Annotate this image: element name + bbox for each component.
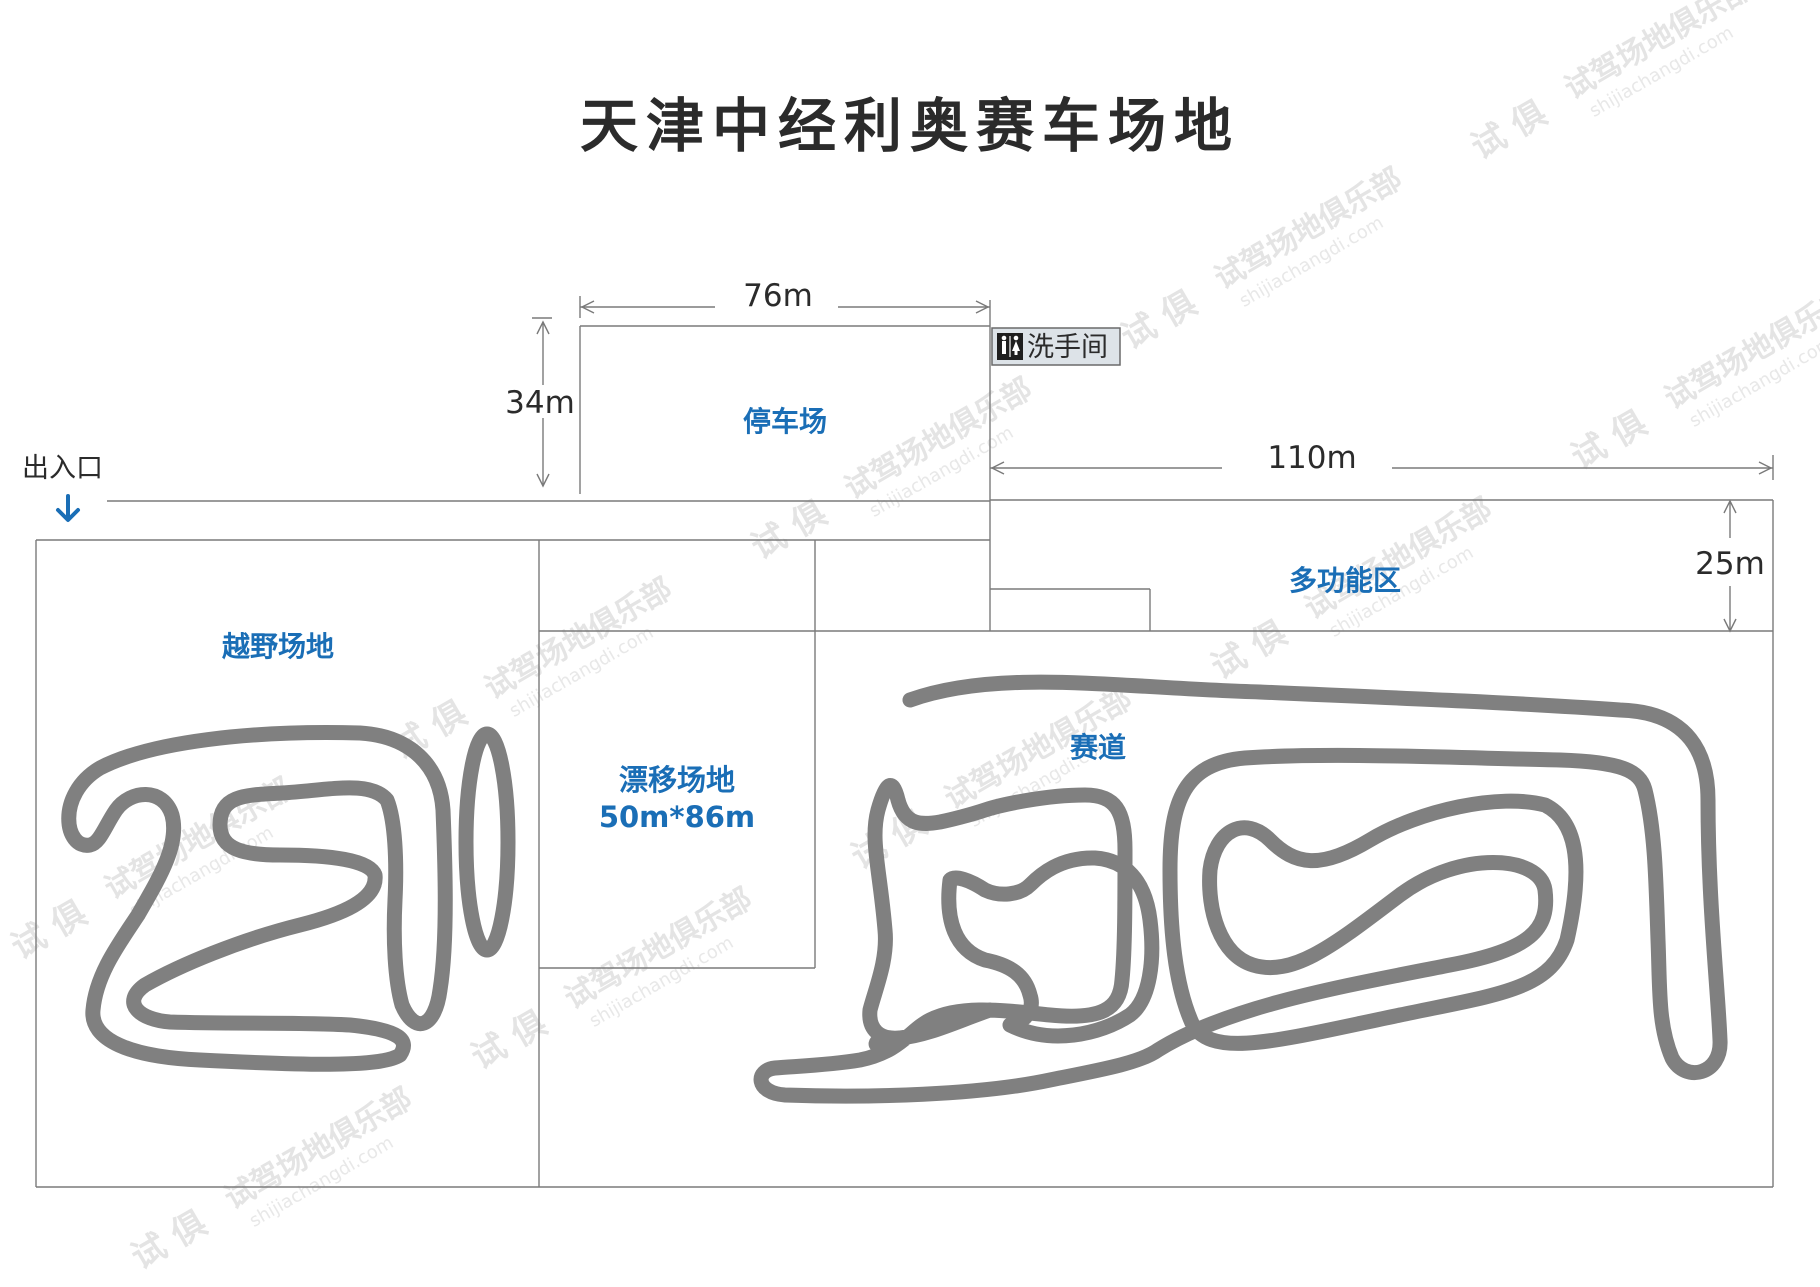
svg-text:试 俱: 试 俱 xyxy=(1205,613,1294,688)
restroom-label: 洗手间 xyxy=(1027,332,1108,363)
parking-height-label: 34m xyxy=(505,385,575,421)
svg-text:试 俱: 试 俱 xyxy=(745,493,834,568)
restroom-sign: 洗手间 xyxy=(991,327,1121,366)
multi-width-dimension: 110m xyxy=(990,440,1774,480)
offroad-track xyxy=(61,725,516,1072)
svg-text:试 俱: 试 俱 xyxy=(1465,93,1554,168)
parking-width-label: 76m xyxy=(743,278,813,314)
svg-text:试 俱: 试 俱 xyxy=(465,1003,554,1078)
page-title: 天津中经利奥赛车场地 xyxy=(580,92,1240,160)
zone-label-offroad: 越野场地 xyxy=(222,630,334,663)
down-arrow-icon xyxy=(56,494,80,522)
zone-label-race-track: 赛道 xyxy=(1070,731,1126,764)
svg-text:试 俱: 试 俱 xyxy=(1115,283,1204,358)
svg-text:试 俱: 试 俱 xyxy=(125,1203,214,1278)
svg-text:试 俱: 试 俱 xyxy=(845,803,934,878)
zone-label-multifunction: 多功能区 xyxy=(1289,564,1401,597)
multi-width-label: 110m xyxy=(1267,440,1356,476)
svg-text:试驾场地俱乐部: 试驾场地俱乐部 xyxy=(1559,0,1758,107)
parking-width-dimension: 76m xyxy=(579,278,990,318)
restroom-icon xyxy=(997,333,1023,360)
site-boundaries xyxy=(35,300,1774,1188)
svg-text:试 俱: 试 俱 xyxy=(1565,403,1654,478)
multi-height-dimension: 25m xyxy=(1695,499,1765,633)
multi-height-label: 25m xyxy=(1695,546,1765,582)
parking-height-dimension: 34m xyxy=(505,317,575,488)
entrance-label: 出入口 xyxy=(22,453,103,484)
race-track xyxy=(753,674,1728,1104)
zone-label-drift: 漂移场地 xyxy=(619,763,735,797)
zone-label-parking: 停车场 xyxy=(743,405,827,438)
zone-label-drift-size: 50m*86m xyxy=(599,800,755,834)
svg-text:试 俱: 试 俱 xyxy=(5,893,94,968)
